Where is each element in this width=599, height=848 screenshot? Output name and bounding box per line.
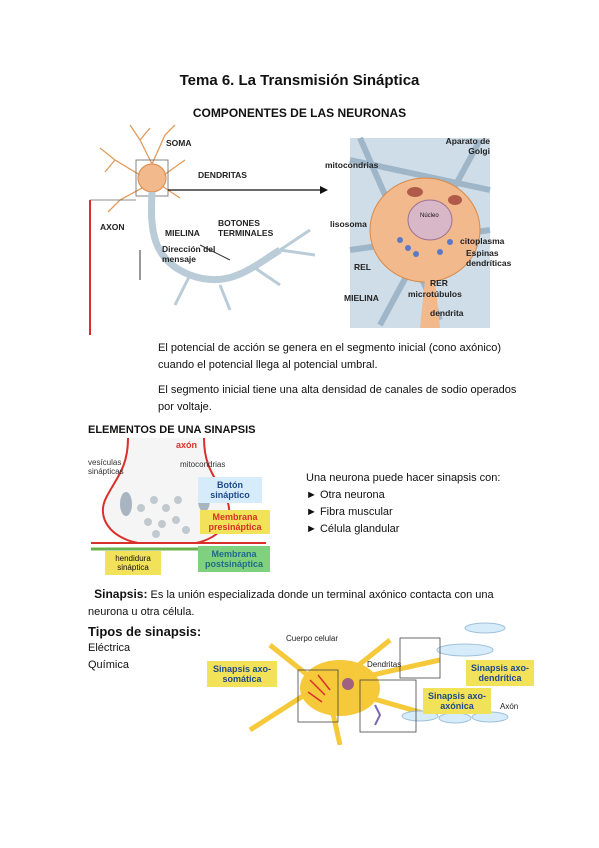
nucleus-shape xyxy=(407,199,453,241)
label-dendritas-types: Dendritas xyxy=(367,660,402,669)
synapse-definition: Sinapsis: Es la unión especializada dond… xyxy=(88,586,508,621)
label-vesiculas: vesículas sinápticas xyxy=(88,458,124,476)
cell-detail-diagram xyxy=(349,136,491,328)
label-lisosoma: lisosoma xyxy=(330,219,367,229)
definition-term: Sinapsis: xyxy=(94,587,148,601)
axoaxonic-terminal xyxy=(374,704,382,726)
label-axon-types: Axón xyxy=(500,702,519,711)
label-membrana-pre: Membrana presináptica xyxy=(200,510,270,534)
list-item: ► Célula glandular xyxy=(306,523,400,535)
label-syn-axon: axón xyxy=(176,440,198,450)
paragraph-segmento: El segmento inicial tiene una alta densi… xyxy=(158,384,517,413)
soma-shape xyxy=(137,163,167,193)
label-membrana-post: Membrana postsináptica xyxy=(198,546,270,572)
label-hendidura: hendidura sináptica xyxy=(105,551,161,575)
label-espinas: Espinas dendríticas xyxy=(466,248,512,268)
synapse-target-list: ► Otra neurona ► Fibra muscular ► Célula… xyxy=(306,487,399,538)
label-botones: BOTONES TERMINALES xyxy=(218,218,274,238)
label-axoaxonica: Sinapsis axo-axónica xyxy=(423,688,491,714)
label-golgi: Aparato de Golgi xyxy=(445,136,490,156)
list-item: ► Fibra muscular xyxy=(306,506,393,518)
label-rel: REL xyxy=(354,262,371,272)
dendrite-shape xyxy=(420,280,440,328)
synapse-types-diagram xyxy=(248,622,509,745)
label-citoplasma: citoplasma xyxy=(460,236,505,246)
label-axon: AXON xyxy=(100,222,125,232)
label-axosomatica: Sinapsis axo-somática xyxy=(207,661,277,687)
label-dendrita: dendrita xyxy=(430,308,464,318)
synapse-diagram xyxy=(91,438,266,551)
type-item-electrica: Eléctrica xyxy=(88,642,131,654)
red-connector-line xyxy=(89,200,91,335)
label-mielina-cell: MIELINA xyxy=(344,293,379,303)
axosomatic-box xyxy=(297,669,339,723)
label-dendritas: DENDRITAS xyxy=(198,170,247,180)
terminal-branches xyxy=(173,228,316,311)
label-syn-mitocondrias: mitocondrias xyxy=(180,460,226,469)
page-title: Tema 6. La Transmisión Sináptica xyxy=(179,72,420,89)
vesicle-dots xyxy=(137,496,190,538)
types-heading: Tipos de sinapsis: xyxy=(88,624,202,639)
label-rer: RER xyxy=(430,278,448,288)
direction-arrow-2 xyxy=(199,244,231,261)
mitochondrion-shape-2 xyxy=(448,195,462,205)
type-item-quimica: Química xyxy=(88,659,129,671)
mitochondrion-shape xyxy=(407,187,423,197)
label-nucleo: Núcleo xyxy=(420,213,439,219)
dendrite-branches xyxy=(99,124,186,213)
label-microtubulos: microtúbulos xyxy=(408,289,462,299)
list-item: ► Otra neurona xyxy=(306,489,385,501)
synapse-intro: Una neurona puede hacer sinapsis con: xyxy=(306,472,501,484)
label-axodendritica: Sinapsis axo-dendrítica xyxy=(466,660,534,686)
label-cuerpo: Cuerpo celular xyxy=(286,634,339,643)
paragraph-potencial: El potencial de acción se genera en el s… xyxy=(158,342,502,371)
nucleus-dot xyxy=(342,678,354,690)
axosomatic-terminal xyxy=(307,674,331,703)
synapse-heading: ELEMENTOS DE UNA SINAPSIS xyxy=(88,424,256,436)
axoaxonic-box xyxy=(359,679,417,733)
label-direccion: Dirección del mensaje xyxy=(162,244,216,264)
section-subtitle: COMPONENTES DE LAS NEURONAS xyxy=(192,106,407,120)
label-soma: SOMA xyxy=(166,138,192,148)
label-mitocondrias: mitocondrias xyxy=(325,160,379,170)
neuron-overview-diagram xyxy=(89,124,328,335)
label-boton: Botón sináptico xyxy=(198,477,262,503)
zoom-arrowhead xyxy=(320,186,328,194)
label-mielina: MIELINA xyxy=(165,228,200,238)
axodendritic-box xyxy=(399,637,441,679)
definition-text: Es la unión especializada donde un termi… xyxy=(88,589,494,618)
rer-dots xyxy=(397,237,453,257)
mitochondria-shape xyxy=(120,492,132,516)
